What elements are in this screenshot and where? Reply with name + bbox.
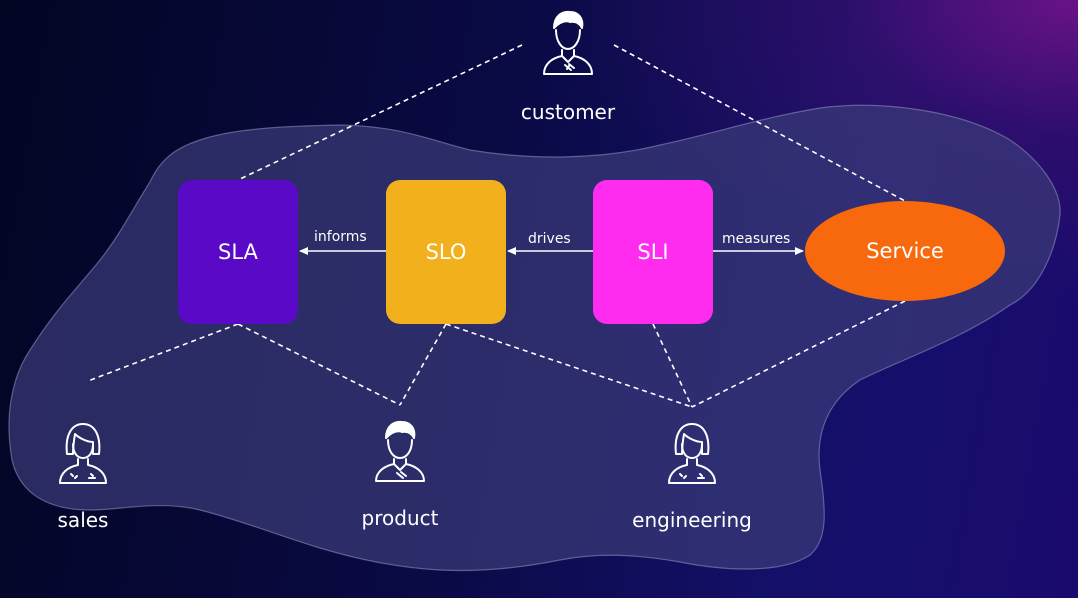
customer-to-service-line — [613, 44, 906, 202]
sli-label: SLI — [637, 240, 669, 264]
engineering-label: engineering — [632, 508, 752, 532]
sla-label: SLA — [218, 240, 258, 264]
persona-product: product — [340, 418, 460, 530]
measures-label: measures — [722, 231, 791, 247]
customer-to-sla-line — [237, 44, 523, 181]
sales-label: sales — [57, 508, 109, 532]
engineering-to-slo-line — [445, 323, 693, 408]
persona-customer: customer — [508, 8, 628, 124]
male-user-icon — [543, 10, 593, 75]
organization-region — [8, 104, 1061, 572]
product-to-sla-line — [237, 323, 401, 406]
service-node: Service — [805, 201, 1005, 301]
sla-node: SLA — [178, 180, 298, 324]
drives-label: drives — [528, 231, 571, 247]
engineering-to-sli-line — [652, 323, 693, 408]
female-user-icon — [59, 423, 107, 484]
sli-node: SLI — [593, 180, 713, 324]
informs-label: informs — [314, 229, 367, 245]
male-user-icon — [375, 420, 425, 482]
persona-engineering: engineering — [612, 420, 772, 532]
product-label: product — [361, 506, 439, 530]
product-to-slo-line — [399, 323, 447, 406]
customer-label: customer — [520, 100, 616, 124]
persona-sales: sales — [33, 420, 133, 532]
slo-node: SLO — [386, 180, 506, 324]
engineering-to-service-line — [691, 300, 906, 408]
service-label: Service — [866, 239, 944, 263]
slo-label: SLO — [425, 240, 467, 264]
female-user-icon — [668, 423, 716, 484]
